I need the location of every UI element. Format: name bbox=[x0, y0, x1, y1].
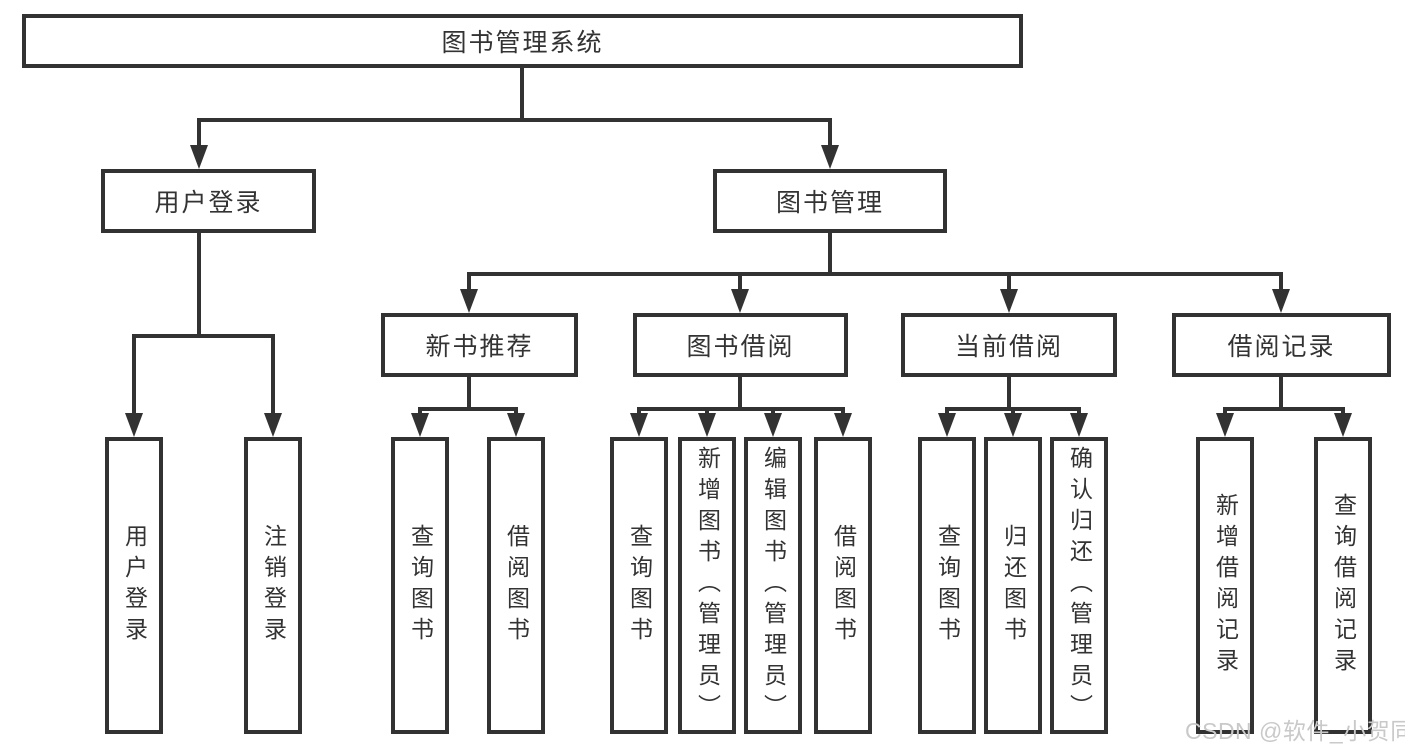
node-borrow-records-label: 借阅记录 bbox=[1227, 333, 1336, 361]
connector-root-to-level2 bbox=[197, 65, 832, 152]
node-root-label: 图书管理系统 bbox=[441, 29, 604, 57]
connector-current-borrow-to-leaves bbox=[945, 375, 1081, 422]
leaf-add-borrow-record-label: 新增借阅记录 bbox=[1212, 492, 1239, 679]
arrow-down-icon bbox=[1334, 413, 1352, 437]
leaf-query-borrow-record: 查询借阅记录 bbox=[1314, 437, 1372, 734]
leaf-edit-books-admin-label: 编辑图书（管理员） bbox=[760, 446, 787, 725]
leaf-current-query-books: 查询图书 bbox=[918, 437, 976, 734]
arrow-down-icon bbox=[411, 413, 429, 437]
arrow-down-icon bbox=[460, 289, 478, 313]
node-book-management-label: 图书管理 bbox=[775, 189, 884, 217]
node-book-borrow: 图书借阅 bbox=[633, 313, 848, 377]
leaf-logout-label: 注销登录 bbox=[260, 523, 287, 648]
node-current-borrow: 当前借阅 bbox=[901, 313, 1117, 377]
arrowheads-borrow-records-leaves bbox=[1216, 413, 1352, 437]
node-borrow-records: 借阅记录 bbox=[1172, 313, 1391, 377]
leaf-confirm-return-admin: 确认归还（管理员） bbox=[1050, 437, 1108, 734]
arrow-down-icon bbox=[731, 289, 749, 313]
leaf-add-books-admin-label: 新增图书（管理员） bbox=[694, 446, 721, 725]
leaf-borrow-books-label: 借阅图书 bbox=[830, 523, 857, 648]
node-book-management: 图书管理 bbox=[713, 169, 947, 233]
leaf-recommend-query-books-label: 查询图书 bbox=[407, 523, 434, 648]
leaf-current-query-books-label: 查询图书 bbox=[934, 523, 961, 648]
arrow-down-icon bbox=[630, 413, 648, 437]
leaf-user-login: 用户登录 bbox=[105, 437, 163, 734]
node-new-book-recommend: 新书推荐 bbox=[381, 313, 578, 377]
connector-user-login-to-leaves bbox=[132, 231, 275, 422]
arrowheads-level3 bbox=[460, 289, 1290, 313]
leaf-confirm-return-admin-label: 确认归还（管理员） bbox=[1066, 446, 1093, 725]
leaf-add-books-admin: 新增图书（管理员） bbox=[678, 437, 736, 734]
arrow-down-icon bbox=[1070, 413, 1088, 437]
arrowheads-user-login-leaves bbox=[125, 413, 282, 437]
connector-book-borrow-to-leaves bbox=[637, 375, 845, 422]
arrowheads-book-borrow-leaves bbox=[630, 413, 852, 437]
arrow-down-icon bbox=[834, 413, 852, 437]
node-current-borrow-label: 当前借阅 bbox=[954, 333, 1063, 361]
arrow-down-icon bbox=[507, 413, 525, 437]
leaf-borrow-query-books-label: 查询图书 bbox=[626, 523, 653, 648]
arrow-down-icon bbox=[1000, 289, 1018, 313]
leaf-query-borrow-record-label: 查询借阅记录 bbox=[1330, 492, 1357, 679]
leaf-return-books-label: 归还图书 bbox=[1000, 523, 1027, 648]
node-root: 图书管理系统 bbox=[22, 14, 1023, 68]
arrow-down-icon bbox=[125, 413, 143, 437]
node-user-login-label: 用户登录 bbox=[154, 189, 263, 217]
leaf-user-login-label: 用户登录 bbox=[121, 523, 148, 648]
watermark: CSDN @软件_小贺同学 bbox=[1185, 718, 1405, 744]
arrowheads-new-book-recommend-leaves bbox=[411, 413, 525, 437]
leaf-recommend-borrow-books-label: 借阅图书 bbox=[503, 523, 530, 648]
leaf-return-books: 归还图书 bbox=[984, 437, 1042, 734]
arrow-down-icon bbox=[190, 145, 208, 169]
leaf-recommend-borrow-books: 借阅图书 bbox=[487, 437, 545, 734]
connector-borrow-records-to-leaves bbox=[1223, 375, 1345, 422]
arrowheads-root-to-level2 bbox=[190, 145, 839, 169]
arrow-down-icon bbox=[821, 145, 839, 169]
node-book-borrow-label: 图书借阅 bbox=[686, 333, 795, 361]
leaf-borrow-books: 借阅图书 bbox=[814, 437, 872, 734]
leaf-edit-books-admin: 编辑图书（管理员） bbox=[744, 437, 802, 734]
arrow-down-icon bbox=[698, 413, 716, 437]
leaf-logout: 注销登录 bbox=[244, 437, 302, 734]
node-user-login: 用户登录 bbox=[101, 169, 316, 233]
arrow-down-icon bbox=[1004, 413, 1022, 437]
arrow-down-icon bbox=[264, 413, 282, 437]
connector-new-book-recommend-to-leaves bbox=[418, 375, 518, 422]
leaf-add-borrow-record: 新增借阅记录 bbox=[1196, 437, 1254, 734]
node-new-book-recommend-label: 新书推荐 bbox=[425, 333, 534, 361]
arrow-down-icon bbox=[1216, 413, 1234, 437]
leaf-borrow-query-books: 查询图书 bbox=[610, 437, 668, 734]
leaf-recommend-query-books: 查询图书 bbox=[391, 437, 449, 734]
arrowheads-current-borrow-leaves bbox=[938, 413, 1088, 437]
arrow-down-icon bbox=[1272, 289, 1290, 313]
arrow-down-icon bbox=[938, 413, 956, 437]
connector-book-management-to-level3 bbox=[467, 231, 1283, 297]
arrow-down-icon bbox=[764, 413, 782, 437]
